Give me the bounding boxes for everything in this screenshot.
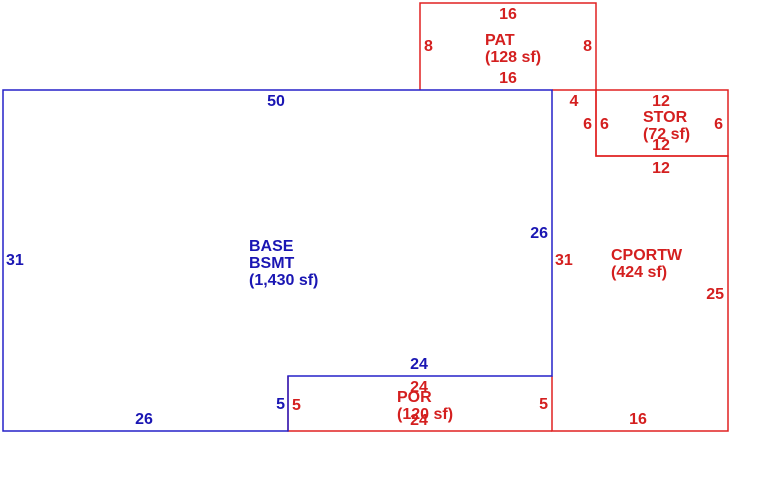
porch-name: POR	[397, 389, 432, 406]
patio-area: (128 sf)	[485, 49, 541, 66]
carport-top-dim: 4	[570, 93, 579, 110]
patio-bottom-dim: 16	[499, 70, 517, 87]
base-name-line2: BSMT	[249, 255, 295, 272]
porch-top-dim: 24	[410, 379, 428, 396]
patio-name: PAT	[485, 32, 515, 49]
base-right-dim: 26	[530, 225, 548, 242]
porch-right-dim: 5	[539, 396, 548, 413]
patio-right-dim: 8	[583, 38, 592, 55]
carport-stor-bottom-dim: 12	[652, 160, 670, 177]
carport-left-dim: 31	[555, 252, 573, 269]
carport-upper-left-dim: 6	[583, 116, 592, 133]
base-outline	[2, 89, 553, 432]
storage-top-dim: 12	[652, 93, 670, 110]
base-area: (1,430 sf)	[249, 272, 318, 289]
base-left-dim: 31	[6, 252, 24, 269]
carport-area: (424 sf)	[611, 264, 667, 281]
storage-area: (72 sf)	[643, 126, 690, 143]
carport-name: CPORTW	[611, 247, 683, 264]
storage-name: STOR	[643, 109, 688, 126]
patio-outline	[419, 2, 597, 90]
base-top-dim: 50	[267, 93, 285, 110]
porch-bottom-dim: 24	[410, 412, 428, 429]
porch-left-dim: 5	[292, 397, 301, 414]
base-bottom-dim: 26	[135, 411, 153, 428]
carport-bottom-dim: 16	[629, 411, 647, 428]
patio-top-dim: 16	[499, 6, 517, 23]
porch-area: (120 sf)	[397, 406, 453, 423]
carport-right-dim: 25	[706, 286, 724, 303]
storage-bottom-dim: 12	[652, 137, 670, 154]
storage-left-dim: 6	[600, 116, 609, 133]
storage-right-dim: 6	[714, 116, 723, 133]
base-name-line1: BASE	[249, 238, 294, 255]
base-notch-side-dim: 5	[276, 396, 285, 413]
base-notch-top-dim: 24	[410, 356, 428, 373]
patio-left-dim: 8	[424, 38, 433, 55]
